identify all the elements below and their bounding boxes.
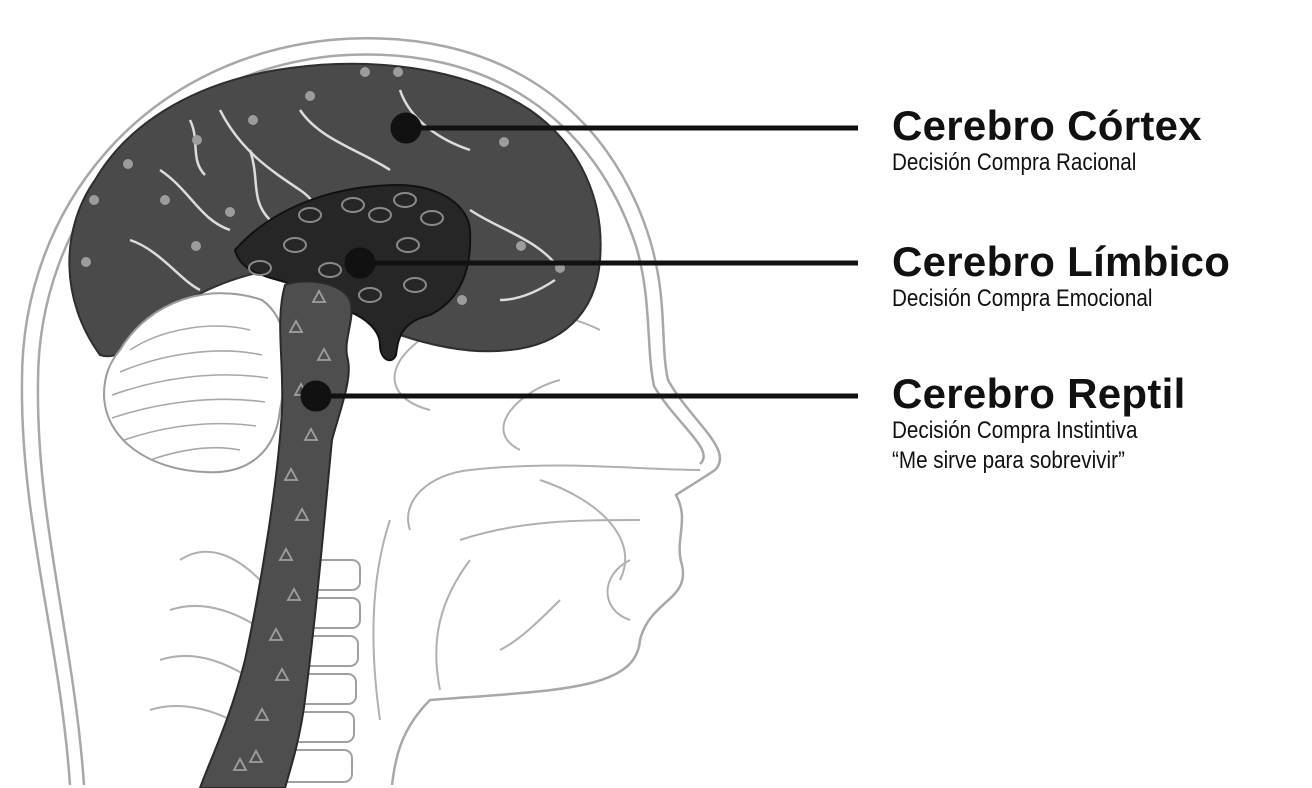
cortex-label: Cerebro Córtex Decisión Compra Racional (892, 104, 1202, 178)
limbic-marker (347, 250, 373, 276)
cortex-title: Cerebro Córtex (892, 104, 1202, 148)
reptile-marker (303, 383, 329, 409)
limbic-subtitle: Decisión Compra Emocional (892, 284, 1183, 314)
reptile-subtitle: Decisión Compra Instintiva (892, 416, 1144, 446)
limbic-label: Cerebro Límbico Decisión Compra Emociona… (892, 240, 1230, 314)
cortex-marker (393, 115, 419, 141)
reptile-title: Cerebro Reptil (892, 372, 1186, 416)
limbic-title: Cerebro Límbico (892, 240, 1230, 284)
reptile-label: Cerebro Reptil Decisión Compra Instintiv… (892, 372, 1186, 476)
cortex-subtitle: Decisión Compra Racional (892, 148, 1159, 178)
reptile-quote: “Me sirve para sobrevivir” (892, 446, 1144, 476)
